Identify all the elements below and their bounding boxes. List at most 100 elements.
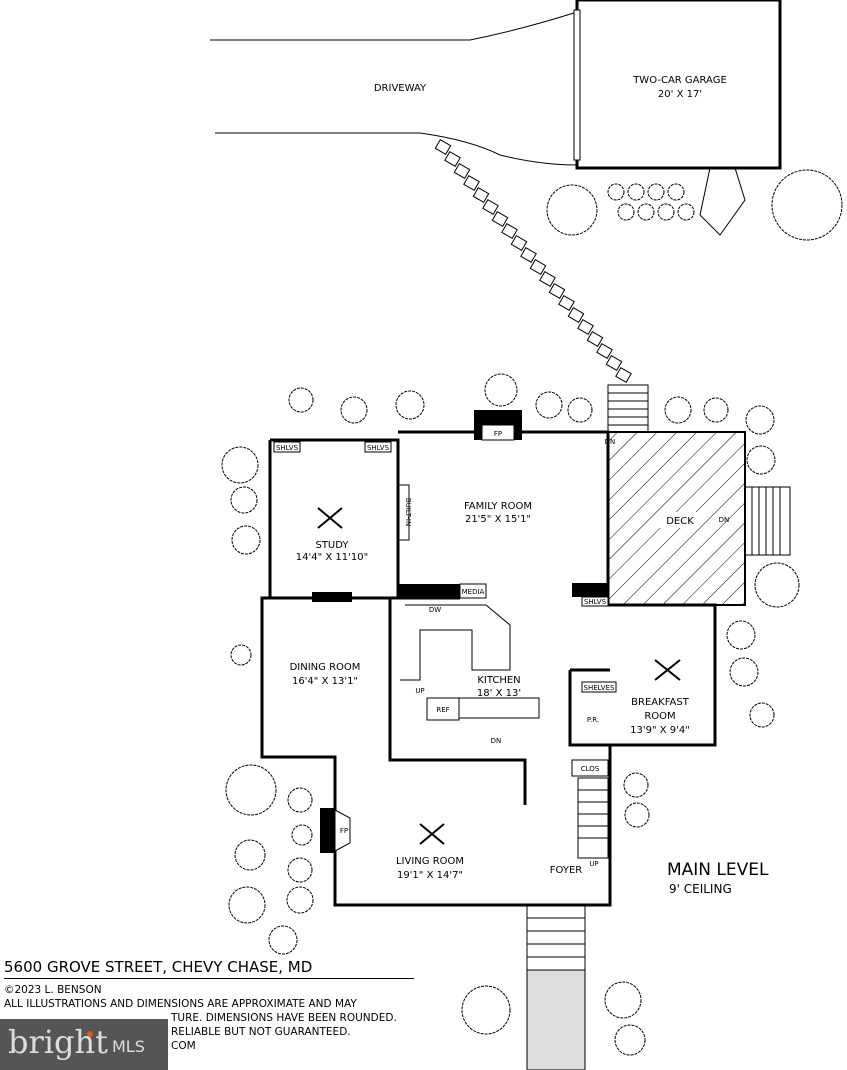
- stepping-stone: [529, 258, 547, 276]
- disclaimer-line: RELIABLE BUT NOT GUARANTEED.: [171, 1026, 351, 1038]
- kitchen-label: KITCHEN: [477, 675, 520, 686]
- tree-icon: [567, 397, 593, 423]
- stepping-stone: [434, 138, 452, 156]
- disclaimer-line: TURE. DIMENSIONS HAVE BEEN ROUNDED.: [171, 1012, 397, 1024]
- tree-icon: [771, 169, 843, 241]
- breakfast-room-dims: 13'9" X 9'4": [630, 725, 690, 736]
- tree-icon: [288, 387, 314, 413]
- tree-icon: [287, 787, 313, 813]
- stepping-stone: [577, 318, 594, 336]
- dishwasher-label: DW: [429, 606, 441, 614]
- study-label: STUDY: [315, 540, 349, 551]
- stepping-stone: [548, 282, 566, 300]
- tree-icon: [754, 562, 800, 608]
- tree-icon: [667, 183, 685, 201]
- watermark-brand: bright: [8, 1023, 108, 1061]
- family-room-dims: 21'5" X 15'1": [465, 514, 531, 525]
- stepping-stone: [615, 366, 632, 384]
- tree-icon: [614, 1024, 646, 1056]
- study-dims: 14'4" X 11'10": [296, 552, 368, 563]
- disclaimer-line: ALL ILLUSTRATIONS AND DIMENSIONS ARE APP…: [4, 998, 357, 1010]
- tree-icon: [228, 886, 266, 924]
- house-walls: [260, 430, 717, 907]
- stepping-stone: [453, 162, 471, 180]
- stair-up-label: UP: [589, 860, 598, 868]
- stepping-stone: [444, 150, 461, 168]
- tree-icon: [287, 857, 313, 883]
- stepping-stone: [520, 246, 537, 264]
- stepping-stone-path: [434, 138, 632, 384]
- tree-icon: [484, 373, 518, 407]
- tree-icon: [703, 397, 729, 423]
- stair-dn-label: DN: [491, 737, 502, 745]
- breakfast-room-label: BREAKFAST: [631, 697, 690, 708]
- fireplace-label: FP: [494, 430, 502, 438]
- living-room-dims: 19'1" X 14'7": [397, 870, 463, 881]
- stepping-stone: [491, 210, 509, 228]
- tree-icon: [729, 657, 759, 687]
- media-label: MEDIA: [462, 588, 485, 596]
- tree-icon: [340, 396, 368, 424]
- ceiling-fan-icon: [654, 659, 681, 681]
- stair-dn-label: DN: [605, 438, 616, 446]
- tree-icon: [726, 620, 756, 650]
- tree-icon: [461, 985, 511, 1035]
- foyer-label: FOYER: [550, 865, 583, 876]
- stepping-stone: [463, 174, 480, 192]
- tree-icon: [624, 802, 650, 828]
- stepping-stone: [558, 294, 575, 312]
- tree-icon: [291, 824, 313, 846]
- dining-room-dims: 16'4" X 13'1": [292, 676, 358, 687]
- tree-icon: [286, 886, 314, 914]
- bright-mls-watermark: bright MLS: [0, 1019, 168, 1070]
- kitchen-dims: 18' X 13': [477, 688, 521, 699]
- shelves-label: SHLVS: [276, 444, 299, 452]
- tree-icon: [230, 644, 252, 666]
- disclaimer-line: COM: [171, 1040, 196, 1052]
- tree-icon: [749, 702, 775, 728]
- tree-icon: [657, 203, 675, 221]
- garage-dims: 20' X 17': [658, 89, 702, 100]
- entry-walk: [526, 904, 586, 1070]
- trees: [221, 169, 843, 1056]
- foyer-stairs: [577, 777, 609, 859]
- ceiling-fan-icon: [317, 507, 343, 529]
- tree-icon: [677, 203, 695, 221]
- stair-dn-label: DN: [719, 516, 730, 524]
- fireplace-label: FP: [340, 827, 348, 835]
- breakfast-room-label: ROOM: [644, 711, 675, 722]
- tree-icon: [647, 183, 665, 201]
- powder-room-label: P.R.: [587, 716, 599, 724]
- tree-icon: [604, 981, 642, 1019]
- refrigerator-label: REF: [436, 706, 449, 714]
- tree-icon: [623, 772, 649, 798]
- dining-room-label: DINING ROOM: [290, 662, 361, 673]
- tree-icon: [664, 396, 692, 424]
- garage-label: TWO-CAR GARAGE: [632, 75, 727, 86]
- tree-icon: [535, 391, 563, 419]
- stepping-stone: [482, 198, 499, 216]
- tree-icon: [230, 486, 258, 514]
- tree-icon: [745, 405, 775, 435]
- tree-icon: [221, 446, 259, 484]
- tree-icon: [546, 184, 598, 236]
- tree-icon: [637, 203, 655, 221]
- shelves-label: SHELVES: [584, 684, 615, 692]
- family-room-label: FAMILY ROOM: [464, 501, 532, 512]
- tree-icon: [617, 203, 635, 221]
- driveway-label: DRIVEWAY: [374, 83, 427, 94]
- stepping-stone: [539, 270, 556, 288]
- level-title: MAIN LEVEL: [667, 860, 769, 880]
- stepping-stone: [596, 342, 613, 360]
- stepping-stone: [501, 222, 518, 240]
- address: 5600 GROVE STREET, CHEVY CHASE, MD: [4, 958, 414, 979]
- ceiling-height: 9' CEILING: [669, 882, 732, 896]
- tree-icon: [607, 183, 625, 201]
- copyright: ©2023 L. BENSON: [4, 984, 102, 996]
- shelves-label: SHLVS: [584, 598, 607, 606]
- tree-icon: [395, 390, 425, 420]
- garage: [573, 0, 782, 236]
- watermark-dot: [87, 1031, 93, 1037]
- deck-stairs: [607, 384, 791, 556]
- ceiling-fan-icon: [419, 823, 445, 845]
